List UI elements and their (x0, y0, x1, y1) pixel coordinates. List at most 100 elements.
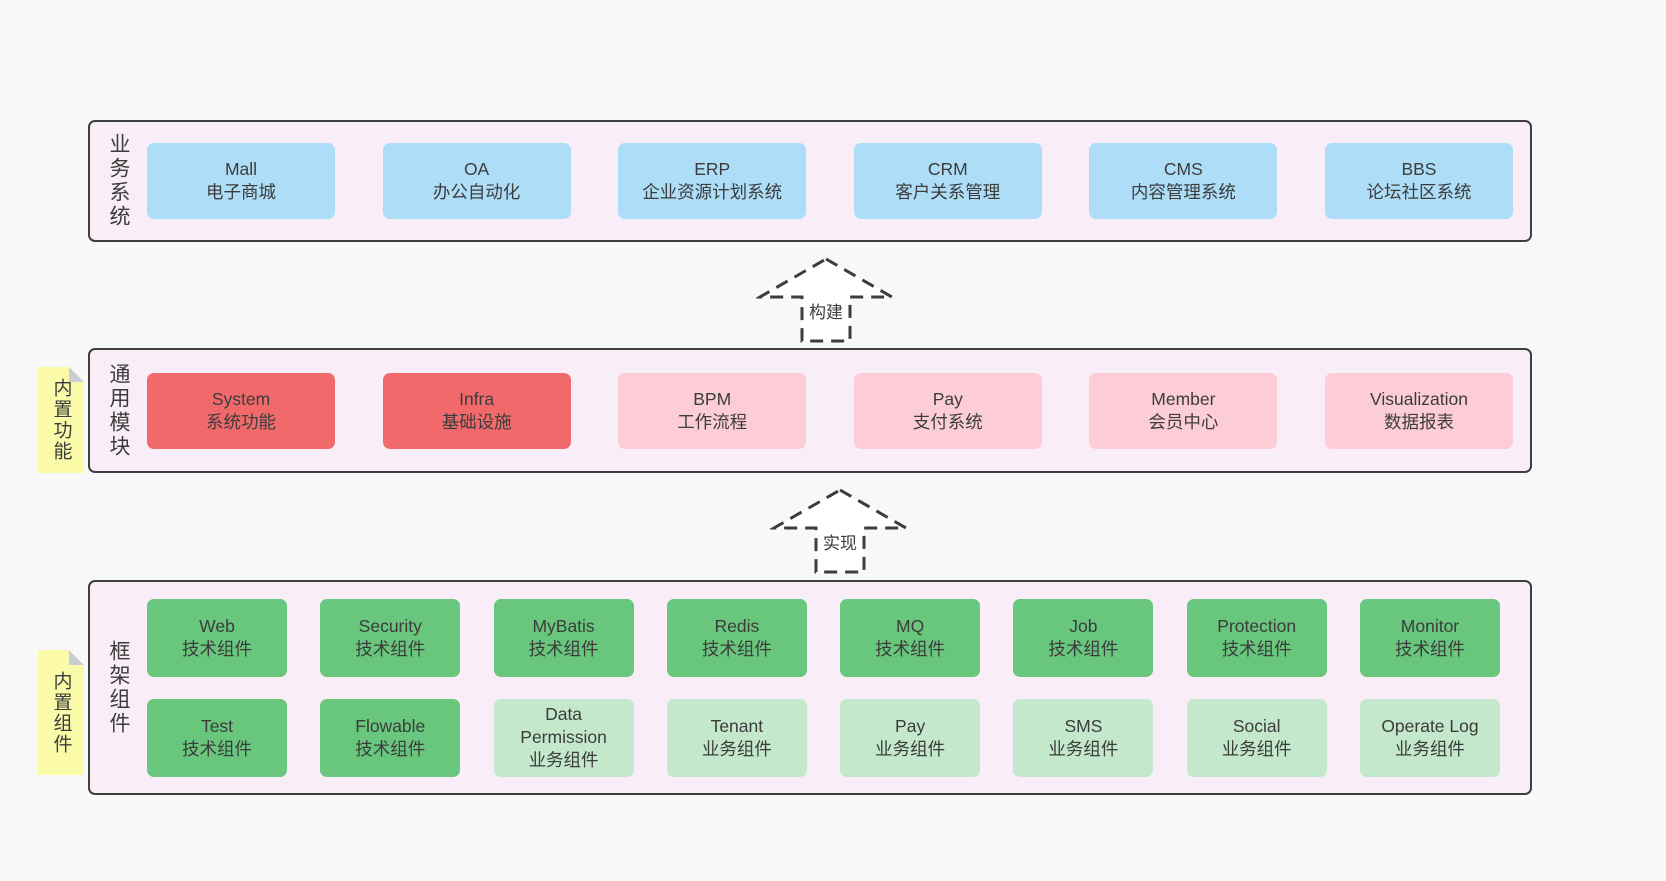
module-desc: 业务组件 (1394, 738, 1465, 759)
module-desc: 技术组件 (875, 638, 946, 659)
module-desc: 技术组件 (1221, 638, 1292, 659)
sticky-note-built-in-features: 内置功能 (38, 367, 84, 473)
module-name: Operate Log (1381, 715, 1479, 736)
module-desc: 技术组件 (1394, 638, 1465, 659)
module-name: Data Permission (520, 704, 607, 748)
module-name: Monitor (1400, 615, 1460, 636)
module-desc: 技术组件 (1048, 638, 1119, 659)
sticky-fold-corner-icon (69, 650, 84, 665)
module-name: Social (1232, 715, 1281, 736)
module-name: Web (199, 615, 235, 636)
module-name: Infra (459, 388, 495, 409)
module-desc: 系统功能 (206, 411, 276, 432)
module-desc: 基础设施 (441, 411, 512, 432)
dashed-up-arrow-build: 构建 (756, 256, 896, 344)
module-desc: 工作流程 (677, 411, 748, 432)
module-desc: 技术组件 (182, 738, 252, 759)
module-name: Test (200, 715, 234, 736)
module-name: SMS (1064, 715, 1103, 736)
band-label-business-systems: 业务系统 (107, 133, 130, 229)
module-name: BPM (693, 388, 732, 409)
module-desc: 论坛社区系统 (1366, 182, 1472, 202)
module-name: Security (358, 615, 422, 636)
module-name: Visualization (1370, 388, 1468, 409)
band-label-framework-components: 框架组件 (107, 639, 130, 736)
module-name: Pay (895, 715, 926, 736)
module-desc: 企业资源计划系统 (642, 182, 783, 202)
up-arrow-icon (770, 488, 910, 574)
module-name: Member (1151, 388, 1216, 409)
module-name: Job (1069, 615, 1098, 636)
module-name: CRM (927, 159, 968, 180)
module-name: Protection (1217, 615, 1297, 636)
module-desc: 技术组件 (182, 638, 252, 659)
module-desc: 支付系统 (912, 411, 983, 432)
module-name: ERP (694, 159, 731, 180)
module-name: Pay (932, 388, 963, 409)
module-desc: 业务组件 (875, 738, 946, 759)
module-name: BBS (1401, 159, 1437, 180)
module-name: Tenant (710, 715, 764, 736)
module-desc: 业务组件 (1048, 738, 1119, 759)
module-desc: 业务组件 (528, 749, 599, 770)
module-desc: 办公自动化 (432, 182, 521, 202)
module-desc: 业务组件 (1221, 738, 1292, 759)
module-name: MQ (896, 615, 925, 636)
dashed-up-arrow-implement: 实现 (770, 487, 910, 575)
module-desc: 技术组件 (355, 638, 426, 659)
module-name: MyBatis (532, 615, 595, 636)
module-desc: 技术组件 (528, 638, 599, 659)
up-arrow-icon (756, 257, 896, 343)
band-label-common-modules: 通用模块 (107, 362, 130, 459)
sticky-note-label: 内置功能 (50, 378, 72, 462)
module-name: CMS (1163, 159, 1203, 180)
sticky-note-label: 内置组件 (50, 670, 72, 755)
module-desc: 内容管理系统 (1130, 182, 1236, 202)
module-name: Flowable (355, 715, 426, 736)
sticky-fold-corner-icon (69, 367, 84, 382)
sticky-note-built-in-components: 内置组件 (38, 650, 84, 775)
module-desc: 客户关系管理 (895, 182, 1001, 202)
arrow-label-text: 实现 (821, 534, 859, 553)
arrow-label-text: 构建 (807, 303, 845, 322)
module-name: Mall (224, 159, 258, 180)
module-name: System (211, 388, 271, 409)
module-name: OA (463, 159, 490, 180)
module-desc: 电子商城 (206, 182, 276, 202)
